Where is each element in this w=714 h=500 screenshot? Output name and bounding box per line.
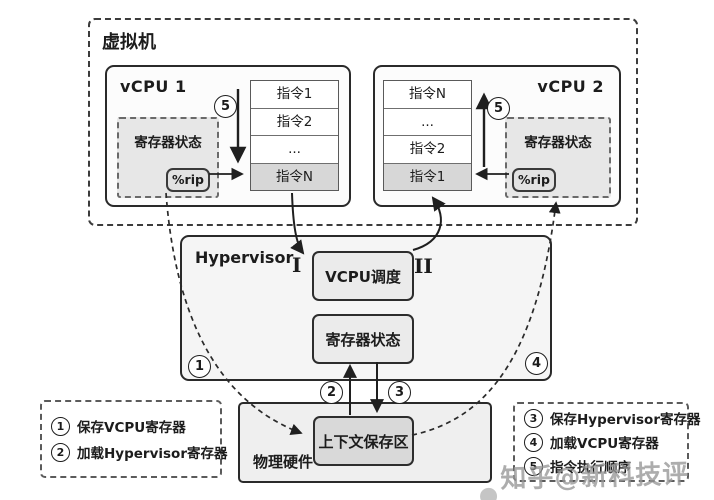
legend-left-box: 1 保存VCPU寄存器 2 加载Hypervisor寄存器 [40, 400, 227, 478]
instruction-row-current: 指令1 [384, 162, 471, 190]
vcpu-scheduler-box: VCPU调度 [312, 251, 414, 301]
legend-step5-badge: 5 [524, 456, 543, 476]
instruction-row: 指令2 [384, 135, 471, 163]
vcpu2-register-state-box: 寄存器状态 %rip [505, 117, 611, 198]
vcpu1-title: vCPU 1 [120, 77, 187, 96]
vcpu2-title: vCPU 2 [537, 77, 604, 96]
physical-hardware-title: 物理硬件 [253, 453, 314, 471]
vcpu1-register-state-box: 寄存器状态 %rip [117, 117, 219, 198]
legend-item: 5 指令执行顺序 [524, 456, 678, 476]
legend-item: 3 保存Hypervisor寄存器 [524, 408, 700, 428]
step3-badge: 3 [388, 381, 411, 404]
instruction-row: ... [251, 135, 338, 163]
roman-numeral-switch-out: I [292, 253, 302, 277]
legend-item: 4 加载VCPU寄存器 [524, 432, 678, 452]
vcpu1-instruction-stack: 指令1 指令2 ... 指令N [250, 80, 339, 191]
instruction-row: 指令1 [251, 81, 338, 108]
vm-title: 虚拟机 [102, 32, 156, 53]
legend-step1-text: 保存VCPU寄存器 [77, 420, 186, 436]
vcpu1-register-state-label: 寄存器状态 [134, 135, 202, 151]
legend-step3-text: 保存Hypervisor寄存器 [550, 412, 701, 428]
hypervisor-register-state-box: 寄存器状态 [312, 314, 414, 364]
vcpu2-instruction-stack: 指令N ... 指令2 指令1 [383, 80, 472, 191]
watermark-text: 知乎@新科技评说 [500, 459, 690, 495]
instruction-row: 指令N [384, 81, 471, 108]
context-save-area-box: 上下文保存区 [313, 416, 414, 466]
vcpu2-rip-register: %rip [512, 168, 556, 192]
step1-badge: 1 [188, 355, 211, 378]
vcpu1-rip-register: %rip [166, 168, 210, 192]
legend-item: 1 保存VCPU寄存器 [51, 416, 211, 436]
legend-step2-badge: 2 [51, 442, 70, 462]
roman-numeral-switch-in: II [414, 254, 433, 278]
legend-step1-badge: 1 [51, 416, 70, 436]
watermark: 知乎@新科技评说 [479, 453, 714, 500]
vcpu2-register-state-label: 寄存器状态 [524, 135, 592, 151]
legend-step4-text: 加载VCPU寄存器 [550, 436, 659, 452]
instruction-row: 指令2 [251, 107, 338, 135]
step2-badge: 2 [320, 381, 343, 404]
instruction-row-current: 指令N [251, 162, 338, 190]
legend-step3-badge: 3 [524, 408, 543, 428]
legend-step5-text: 指令执行顺序 [550, 460, 631, 476]
legend-step4-badge: 4 [524, 432, 543, 452]
zhihu-logo-icon [479, 487, 498, 500]
instruction-row: ... [384, 107, 471, 135]
hypervisor-title: Hypervisor [195, 248, 294, 267]
legend-item: 2 加载Hypervisor寄存器 [51, 442, 227, 462]
vcpu2-box: vCPU 2 寄存器状态 %rip 指令N ... 指令2 指令1 [373, 65, 621, 207]
step4-badge: 4 [525, 352, 548, 375]
vcpu1-step5-badge: 5 [214, 95, 237, 118]
vcpu1-box: vCPU 1 寄存器状态 %rip 指令1 指令2 ... 指令N [105, 65, 351, 207]
vcpu2-step5-badge: 5 [487, 97, 510, 120]
legend-step2-text: 加载Hypervisor寄存器 [77, 446, 228, 462]
